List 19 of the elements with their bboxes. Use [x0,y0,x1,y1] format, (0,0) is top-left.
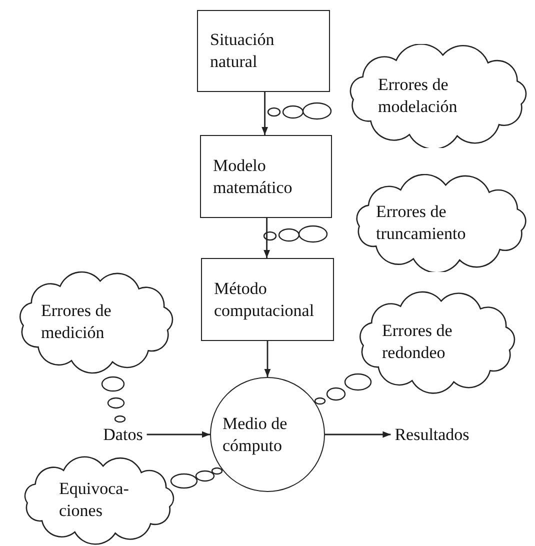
arrow [325,431,391,438]
cloud-text: Equivoca- ciones [59,478,130,522]
flow-label: Datos [103,424,143,446]
node-label: Modelo matemático [213,154,294,198]
arrow [264,218,270,258]
cloud-text: Errores de redondeo [382,320,454,364]
cloud-text: Errores de truncamiento [376,201,467,245]
flow-label: Resultados [394,424,470,446]
node-label: Método computacional [214,278,316,322]
cloud-text: Errores de medición [41,300,112,344]
cloud-text: Errores de modelación [378,74,458,118]
arrow [146,431,210,438]
process-box [197,10,330,92]
arrow [262,92,268,135]
process-box [201,258,334,341]
process-box [200,135,332,218]
node-label: Situación natural [210,29,276,73]
arrow [264,341,271,377]
node-label: Medio de cómputo [222,412,288,456]
